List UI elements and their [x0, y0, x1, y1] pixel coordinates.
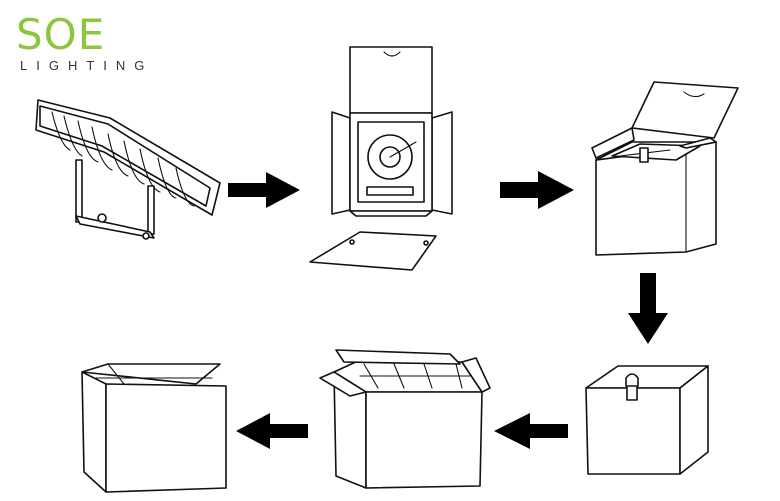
box-with-fixture-icon	[591, 81, 739, 256]
brand-logo: SOE LIGHTING	[14, 14, 184, 80]
logo-wordmark: SOE	[16, 10, 106, 59]
arrow-left-2	[236, 413, 308, 449]
floodlight-fixture-icon	[35, 99, 221, 240]
closed-box-with-handle-icon	[585, 365, 709, 475]
arrow-down	[628, 273, 668, 344]
open-master-carton-icon	[319, 349, 491, 489]
open-inner-box-icon	[309, 46, 453, 271]
arrow-left-1	[494, 413, 568, 449]
sealed-carton-icon	[81, 363, 227, 493]
arrow-right-1	[228, 172, 300, 208]
arrow-right-2	[500, 171, 574, 209]
logo-subtitle: LIGHTING	[20, 58, 154, 73]
